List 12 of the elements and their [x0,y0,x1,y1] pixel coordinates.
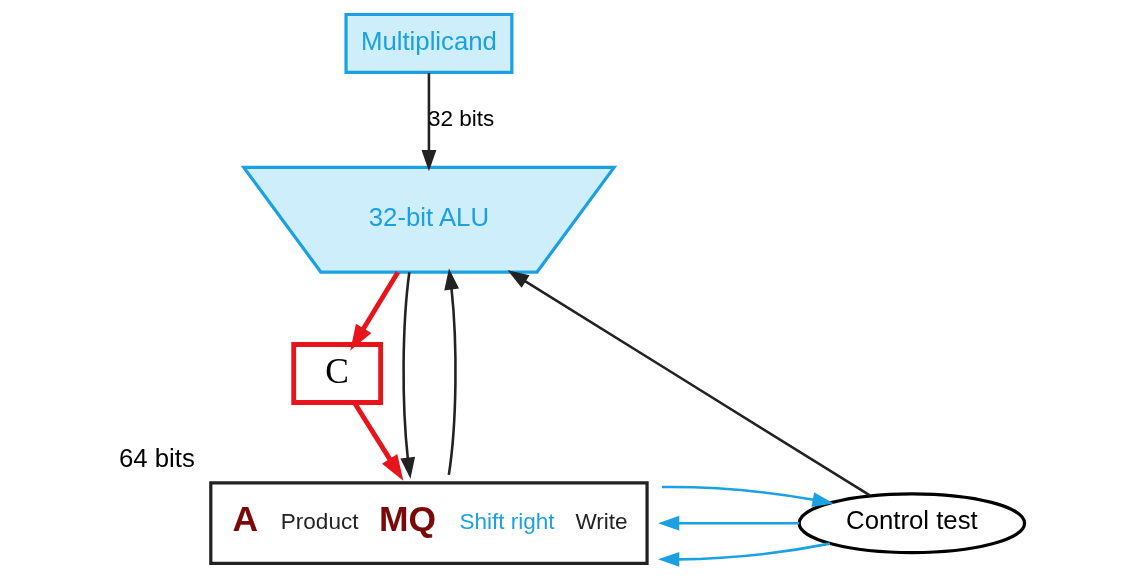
node-label: 64 bits [118,443,195,472]
node-box: A Product MQ Shift right Write [208,481,649,566]
arrow [507,270,870,497]
arrow [349,271,400,351]
arrow [443,268,459,476]
node-box: C [290,342,383,405]
arrow [657,515,799,531]
arrow [661,485,834,507]
arrow [399,272,415,479]
node-box: Multiplicand [343,12,513,75]
arrow [421,72,436,172]
arrow [657,542,830,567]
